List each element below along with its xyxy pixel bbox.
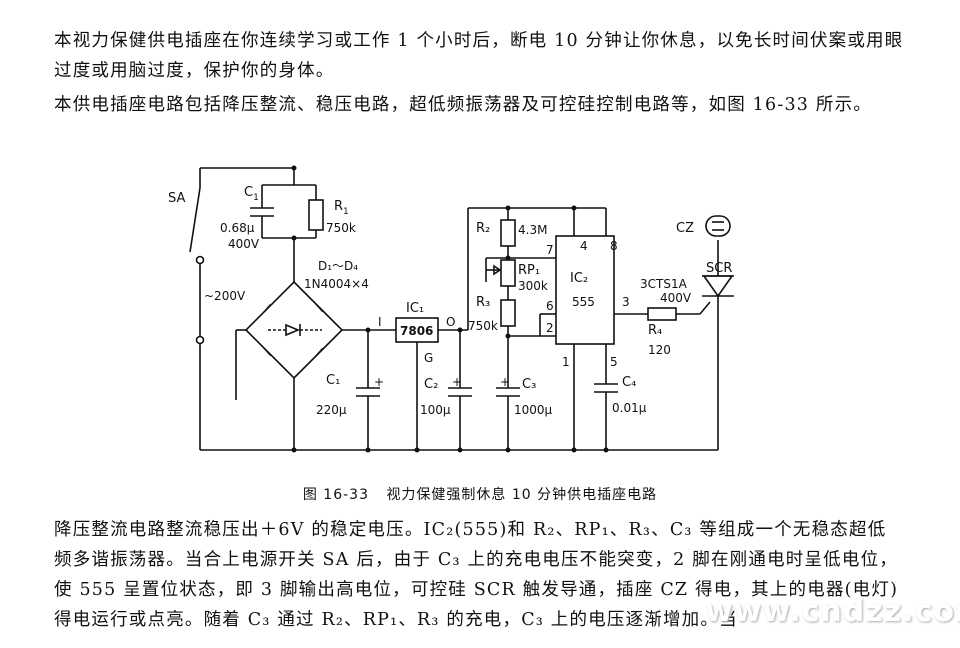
label-scr-voltage: 400V (660, 291, 692, 305)
label-c1-bottom-value: 220μ (316, 403, 347, 417)
label-c3: C₃ (522, 377, 536, 392)
label-pin-o: O (446, 315, 455, 329)
label-ic2: IC₂ (570, 271, 588, 286)
label-pin6: 6 (546, 299, 554, 313)
circuit-overview-paragraph: 本供电插座电路包括降压整流、稳压电路，超低频振荡器及可控硅控制电路等，如图 16… (54, 95, 872, 115)
label-ic1-part: 7806 (400, 324, 433, 338)
circuit-wires: ⟋ ⟍ ⟍ ⟋ (189, 167, 734, 451)
label-pin1: 1 (562, 355, 570, 369)
label-r4: R₄ (648, 323, 662, 338)
label-rp1-value: 300k (518, 279, 548, 293)
label-diodes-value: 1N4004×4 (304, 277, 369, 291)
svg-text:+: + (374, 375, 384, 389)
label-pin7: 7 (546, 243, 554, 257)
svg-text:+: + (500, 375, 510, 389)
label-c2-value: 100μ (420, 403, 451, 417)
label-c4-value: 0.01μ (612, 401, 647, 415)
label-pin8: 8 (610, 239, 618, 253)
junction-dots (291, 165, 609, 453)
figure-caption: 图 16-33 视力保健强制休息 10 分钟供电插座电路 (0, 484, 960, 504)
site-watermark: www.cndzz.com (705, 594, 960, 629)
figure-number: 图 16-33 (302, 487, 369, 503)
label-c1-top-value: 0.68μ (220, 221, 255, 235)
label-c1-top: C1 (244, 185, 259, 203)
label-pin-i: I (378, 315, 382, 329)
svg-text:⟋: ⟋ (315, 346, 323, 359)
label-c4: C₄ (622, 375, 636, 390)
label-ac-supply: ~200V (204, 289, 246, 303)
label-c3-value: 1000μ (514, 403, 553, 417)
oscillator-description-paragraph: 降压整流电路整流稳压出＋6V 的稳定电压。IC₂(555)和 R₂、RP₁、R₃… (54, 520, 899, 630)
label-c1-bottom: C₁ (326, 373, 340, 388)
label-r4-value: 120 (648, 343, 671, 357)
label-pin5: 5 (610, 355, 618, 369)
figure-title: 视力保健强制休息 10 分钟供电插座电路 (386, 487, 658, 503)
label-scr: SCR (706, 261, 732, 276)
label-cz: CZ (676, 221, 694, 236)
label-r1-value: 750k (326, 221, 356, 235)
label-pin-g: G (424, 351, 433, 365)
svg-text:⟍: ⟍ (315, 302, 323, 315)
label-r2: R₂ (476, 221, 490, 236)
polarity-marks: + + + (374, 375, 510, 389)
label-scr-part: 3CTS1A (640, 277, 688, 291)
label-pin3: 3 (622, 295, 630, 309)
label-sa: SA (168, 191, 185, 206)
label-ic2-part: 555 (572, 295, 595, 309)
label-r3-value: 750k (468, 319, 498, 333)
label-c1-top-voltage: 400V (228, 237, 260, 251)
svg-text:⟋: ⟋ (263, 302, 271, 315)
circuit-diagram: ⟋ ⟍ ⟍ ⟋ (168, 165, 734, 453)
label-r2-value: 4.3M (518, 223, 547, 237)
label-c2: C₂ (424, 377, 438, 392)
svg-text:+: + (452, 375, 462, 389)
svg-text:⟍: ⟍ (263, 346, 271, 359)
label-ic1: IC₁ (406, 301, 424, 316)
label-r3: R₃ (476, 295, 490, 310)
label-pin2: 2 (546, 321, 554, 335)
label-diodes: D₁～D₄ (318, 259, 358, 273)
label-r1: R1 (334, 199, 349, 217)
label-rp1: RP₁ (518, 263, 540, 278)
intro-paragraph: 本视力保健供电插座在你连续学习或工作 1 个小时后，断电 10 分钟让你休息，以… (54, 31, 904, 81)
label-pin4: 4 (580, 239, 588, 253)
